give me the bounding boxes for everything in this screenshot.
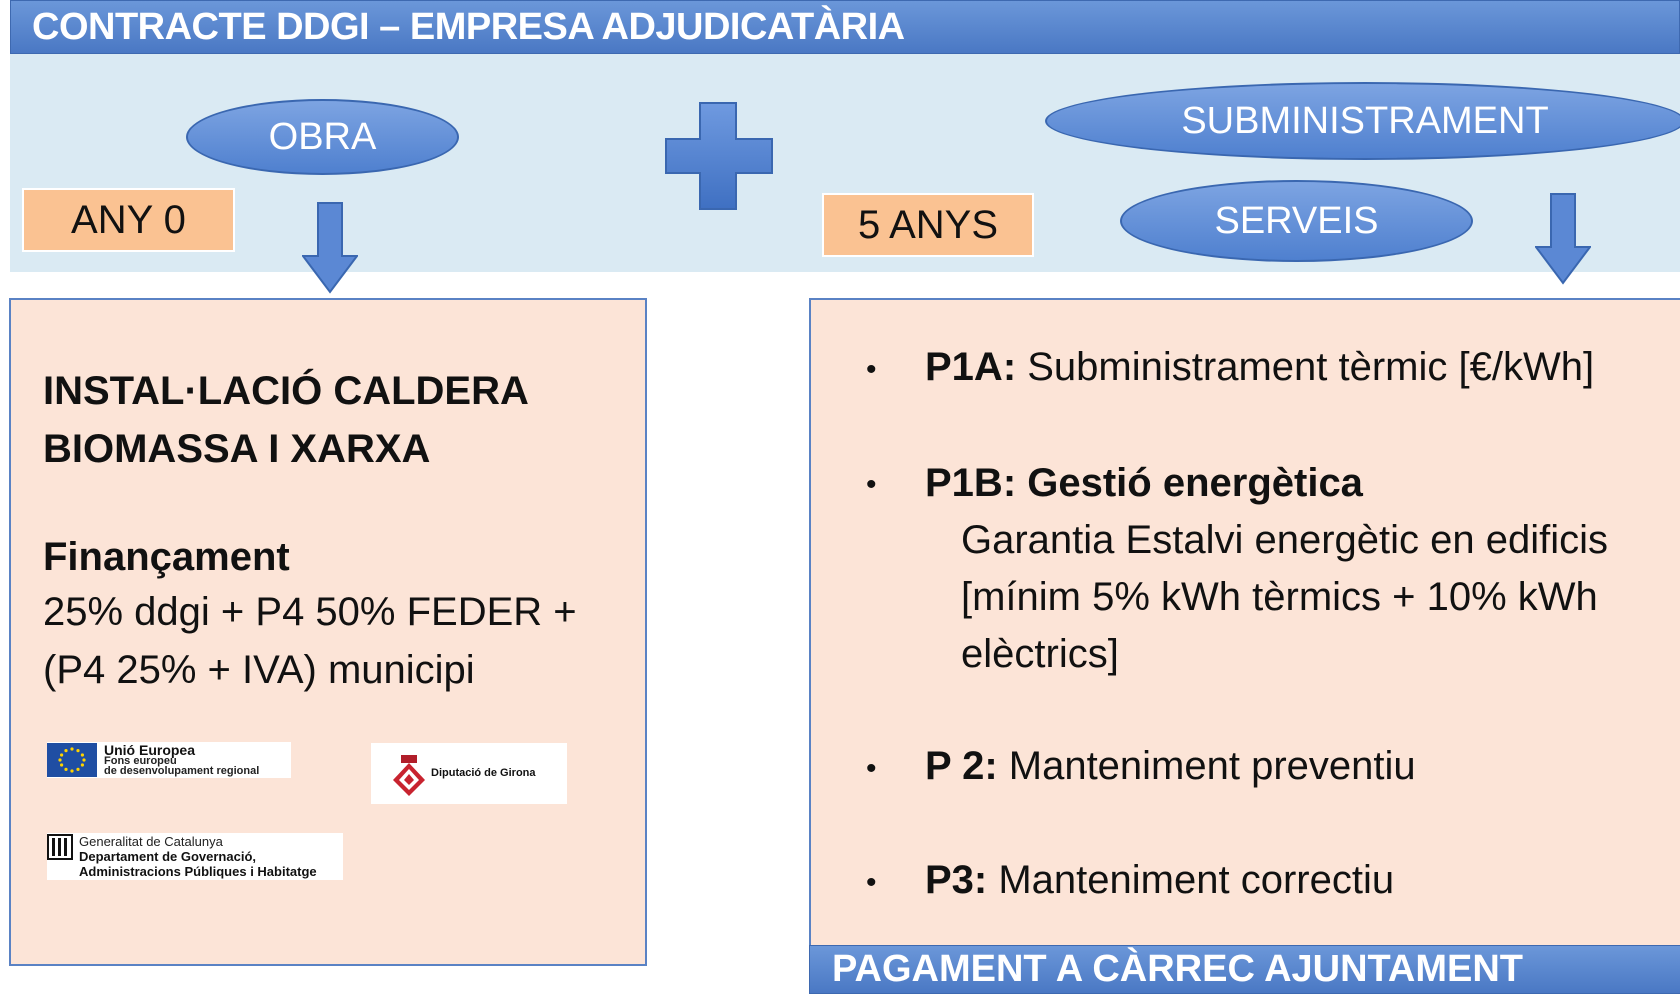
any-0-tag: ANY 0 xyxy=(22,188,235,252)
eu-logo-title: Unió Europea xyxy=(104,742,196,758)
generalitat-line-3: Administracions Públiques i Habitatge xyxy=(79,864,317,879)
obra-label: OBRA xyxy=(268,115,377,158)
bullet: • xyxy=(866,866,877,899)
diputacio-girona-logo: Diputació de Girona xyxy=(371,743,567,804)
5-anys-tag: 5 ANYS xyxy=(822,193,1034,257)
services-panel xyxy=(809,298,1680,958)
financing-line-1: 25% ddgi + P4 50% FEDER + xyxy=(43,590,577,634)
p3-item: P3: Manteniment correctiu xyxy=(925,858,1394,903)
p1a-text: Subministrament tèrmic [€/kWh] xyxy=(1016,345,1595,389)
serveis-down-arrow-icon xyxy=(1535,193,1591,285)
serveis-ellipse: SERVEIS xyxy=(1120,180,1473,262)
obra-down-arrow-icon xyxy=(302,202,358,294)
eu-logo-subtitle-1: Fons europeu xyxy=(104,755,177,767)
financing-line-2: (P4 25% + IVA) municipi xyxy=(43,648,475,692)
obra-ellipse: OBRA xyxy=(186,99,459,175)
title-bar xyxy=(10,0,1680,54)
p1b-line-2: [mínim 5% kWh tèrmics + 10% kWh xyxy=(961,575,1598,619)
obra-panel-title: INSTAL·LACIÓ CALDERA BIOMASSA I XARXA xyxy=(43,362,603,478)
p1a-item: P1A: Subministrament tèrmic [€/kWh] xyxy=(925,345,1594,390)
p3-code: P3: xyxy=(925,858,988,902)
page-title: CONTRACTE DDGI – EMPRESA ADJUDICATÀRIA xyxy=(32,6,905,48)
generalitat-line-1: Generalitat de Catalunya xyxy=(79,834,223,849)
generalitat-line-2: Departament de Governació, xyxy=(79,849,256,864)
eu-feder-logo: Unió Europea Fons europeu de desenvolupa… xyxy=(47,742,291,778)
p1b-item: P1B: Gestió energètica xyxy=(925,461,1363,506)
obra-title-line-1: INSTAL·LACIÓ CALDERA xyxy=(43,369,529,413)
p1b-line-3: elèctrics] xyxy=(961,632,1119,676)
p2-item: P 2: Manteniment preventiu xyxy=(925,744,1416,789)
generalitat-emblem-icon xyxy=(47,834,73,860)
p2-code: P 2: xyxy=(925,744,998,788)
p1a-code: P1A: xyxy=(925,345,1017,389)
p1b-line-1: Garantia Estalvi energètic en edificis xyxy=(961,518,1608,562)
any-0-label: ANY 0 xyxy=(71,197,186,242)
obra-title-line-2: BIOMASSA I XARXA xyxy=(43,427,431,471)
serveis-label: SERVEIS xyxy=(1214,199,1379,242)
subministrament-label: SUBMINISTRAMENT xyxy=(1181,99,1549,142)
pagament-label: PAGAMENT A CÀRREC AJUNTAMENT xyxy=(832,948,1524,990)
diputacio-logo-text: Diputació de Girona xyxy=(431,767,536,779)
eu-logo-subtitle-2: de desenvolupament regional xyxy=(104,765,260,777)
p2-text: Manteniment preventiu xyxy=(997,744,1416,788)
bullet: • xyxy=(866,468,877,501)
subministrament-ellipse: SUBMINISTRAMENT xyxy=(1045,82,1680,160)
diputacio-emblem-icon xyxy=(393,755,425,796)
5-anys-label: 5 ANYS xyxy=(857,202,999,247)
bullet: • xyxy=(866,752,877,785)
p1b-code: P1B: Gestió energètica xyxy=(925,461,1363,505)
generalitat-logo: Generalitat de Catalunya Departament de … xyxy=(47,833,343,880)
eu-flag-icon xyxy=(47,743,97,777)
financing-label: Finançament xyxy=(43,535,290,579)
bullet: • xyxy=(866,353,877,386)
pagament-bar xyxy=(809,945,1680,994)
p3-text: Manteniment correctiu xyxy=(987,858,1395,902)
plus-icon xyxy=(665,102,773,210)
